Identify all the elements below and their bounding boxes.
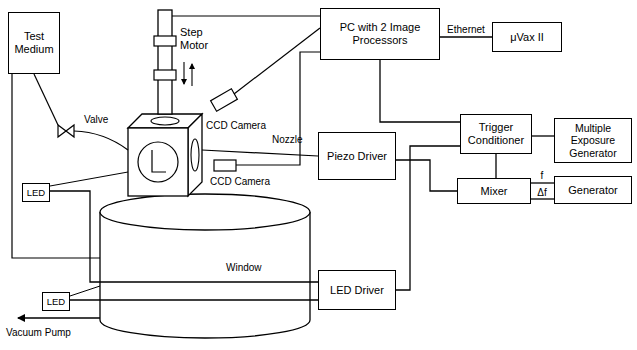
signal-line: [70, 299, 318, 300]
cube-window: [138, 142, 178, 182]
part-label: Valve: [84, 114, 108, 126]
box-text: Mixer: [460, 185, 528, 198]
driver-box: LED Driver: [318, 270, 396, 310]
camera-symbol: [214, 160, 236, 171]
part-label: Nozzle: [272, 134, 303, 146]
part-label: Window: [226, 262, 262, 274]
feed-tube: [34, 74, 58, 125]
box-text: PC with 2 Image Processors: [323, 21, 437, 47]
signal-label: f: [540, 170, 545, 181]
part-label: CCD Camera: [210, 176, 270, 188]
reservoir-box: Test Medium: [8, 12, 60, 74]
part-label: Step Motor: [180, 26, 222, 52]
part-label: Vacuum Pump: [6, 327, 71, 339]
return-tube: [12, 74, 100, 258]
motion-arrow: [183, 62, 184, 84]
signal-line: [531, 198, 554, 199]
cube-side-window: [191, 139, 199, 171]
trigger-box: Trigger Conditioner: [460, 114, 532, 154]
motor-rail: [158, 10, 172, 114]
motor-block: [154, 36, 176, 46]
signal-line: [440, 36, 492, 37]
signal-label: Δf: [536, 187, 547, 198]
light-beam: [70, 286, 100, 296]
generator-box: Multiple Exposure Generator: [554, 118, 632, 163]
signal-line: [495, 154, 496, 178]
cube-top-opening: [151, 117, 179, 125]
camera-wire: [234, 28, 320, 94]
valve-symbol: [58, 125, 74, 137]
cube-front-face: [128, 128, 188, 196]
box-text: Multiple Exposure Generator: [557, 122, 629, 159]
box-text: μVax II: [495, 31, 559, 44]
cube-side-face: [188, 114, 202, 196]
host-computer-box: μVax II: [492, 22, 562, 52]
pump-outlet-arrow: [18, 317, 100, 318]
chamber-top: [100, 194, 310, 230]
signal-line: [50, 191, 318, 282]
signal-line: [531, 182, 554, 183]
chamber-cylinder: [100, 212, 310, 338]
box-text: LED: [45, 296, 67, 307]
signal-label: Ethernet: [446, 24, 486, 35]
motor-block: [154, 70, 176, 80]
box-text: Test Medium: [11, 30, 57, 56]
box-text: LED Driver: [321, 284, 393, 297]
nozzle-wire: [202, 150, 318, 156]
signal-line: [396, 146, 460, 290]
feed-tube: [74, 131, 128, 150]
mixer-box: Mixer: [457, 178, 531, 204]
led-box: LED: [22, 183, 50, 202]
box-text: Trigger Conditioner: [463, 121, 529, 147]
computer-box: PC with 2 Image Processors: [320, 8, 440, 60]
part-label: CCD Camera: [206, 120, 266, 132]
signal-line: [396, 160, 457, 191]
camera-wire: [236, 52, 320, 165]
motion-arrow: [191, 64, 192, 86]
camera-symbol: [211, 89, 238, 111]
led-box: LED: [42, 292, 70, 311]
signal-line: [380, 60, 460, 122]
light-beam: [50, 172, 128, 186]
generator-box: Generator: [554, 176, 632, 204]
nozzle-tip: [152, 150, 166, 172]
box-text: Piezo Driver: [321, 150, 393, 163]
motor-wire: [172, 15, 320, 16]
box-text: LED: [25, 187, 47, 198]
box-text: Generator: [557, 184, 629, 197]
driver-box: Piezo Driver: [318, 132, 396, 180]
signal-line: [532, 135, 554, 136]
